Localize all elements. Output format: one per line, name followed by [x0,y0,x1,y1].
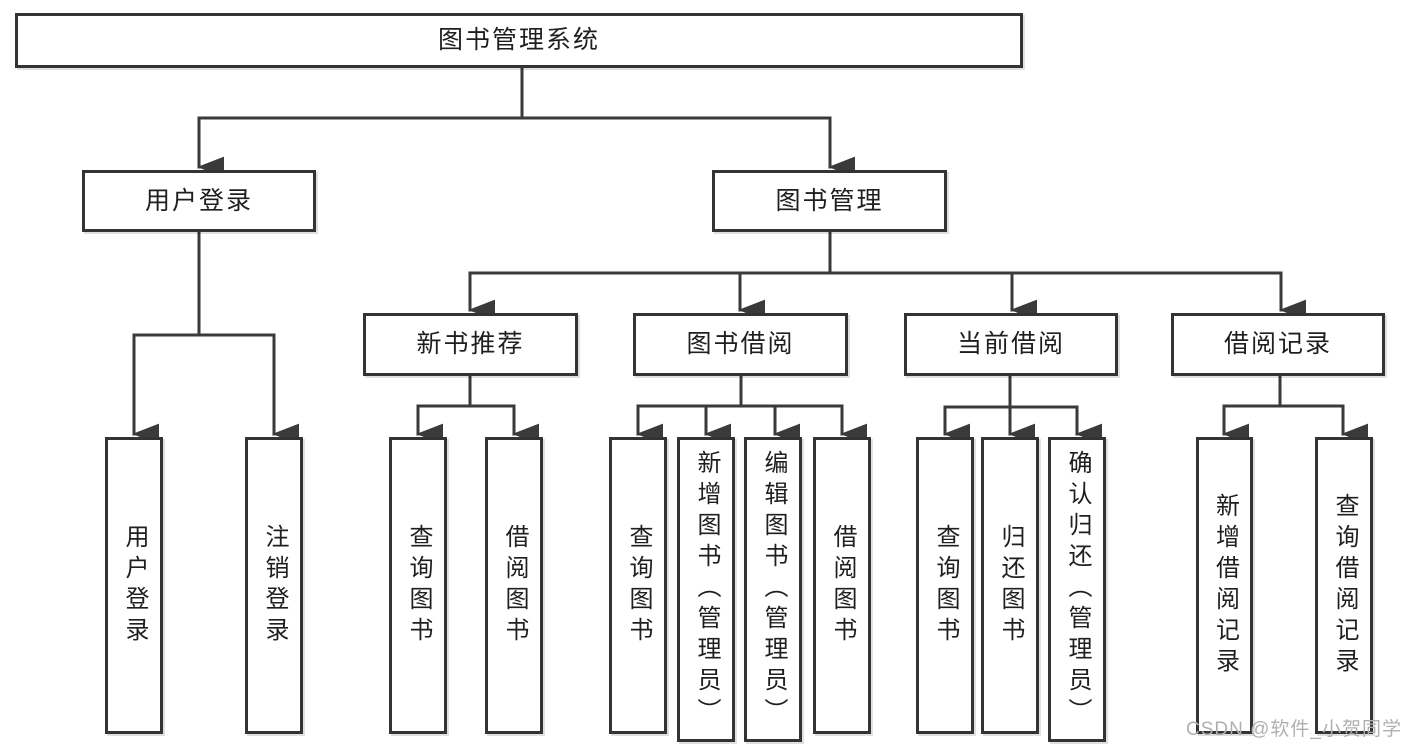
leaf-borrow-books-2: 借阅图书 [813,437,871,734]
node-book-borrowing: 图书借阅 [633,313,848,376]
node-label: 当前借阅 [956,330,1065,358]
node-library-system: 图书管理系统 [15,13,1023,68]
node-label: 注销登录 [261,523,288,648]
node-new-book-recommend: 新书推荐 [363,313,578,376]
node-label: 新增图书（管理员） [693,450,720,729]
leaf-query-books-1: 查询图书 [389,437,447,734]
node-label: 新增借阅记录 [1211,492,1239,679]
leaf-return-books: 归还图书 [981,437,1039,734]
leaf-add-borrow-record: 新增借阅记录 [1196,437,1253,734]
leaf-query-books-3: 查询图书 [916,437,974,734]
node-label: 归还图书 [997,523,1024,648]
node-label: 查询图书 [932,523,959,648]
node-label: 确认归还（管理员） [1064,450,1091,729]
node-label: 图书借阅 [686,330,795,358]
node-label: 查询图书 [405,523,432,648]
watermark: CSDN @软件_小贺同学 [1186,719,1402,740]
wire-root-to-level2 [197,66,856,178]
node-book-management: 图书管理 [712,170,947,232]
node-label: 编辑图书（管理员） [760,450,787,729]
node-label: 查询借阅记录 [1331,492,1358,679]
node-label: 查询图书 [625,523,652,648]
leaf-edit-book-admin: 编辑图书（管理员） [744,437,802,742]
leaf-logout: 注销登录 [245,437,303,734]
leaf-add-book-admin: 新增图书（管理员） [677,437,735,742]
leaf-user-login: 用户登录 [105,437,163,734]
node-label: 用户登录 [121,523,148,648]
leaf-confirm-return-admin: 确认归还（管理员） [1048,437,1106,742]
node-user-login: 用户登录 [82,170,316,232]
node-label: 借阅图书 [829,523,856,648]
node-label: 图书管理 [775,186,884,215]
node-label: 新书推荐 [416,330,525,358]
wire-book-borrow-group [636,374,868,445]
node-borrowing-records: 借阅记录 [1171,313,1385,376]
leaf-query-borrow-record: 查询借阅记录 [1315,437,1373,734]
leaf-query-books-2: 查询图书 [609,437,667,734]
node-label: 图书管理系统 [437,26,600,54]
node-current-borrowing: 当前借阅 [904,313,1118,376]
wire-new-book-group [416,374,540,445]
wire-user-login-group [132,230,300,445]
wire-borrow-record-group [1222,374,1369,445]
node-label: 借阅图书 [501,523,528,648]
node-label: 用户登录 [144,186,253,215]
node-label: 借阅记录 [1223,330,1332,358]
leaf-borrow-books-1: 借阅图书 [485,437,543,734]
wire-current-borrow-group [943,374,1103,445]
wire-book-mgmt-to-level3 [468,230,1307,321]
